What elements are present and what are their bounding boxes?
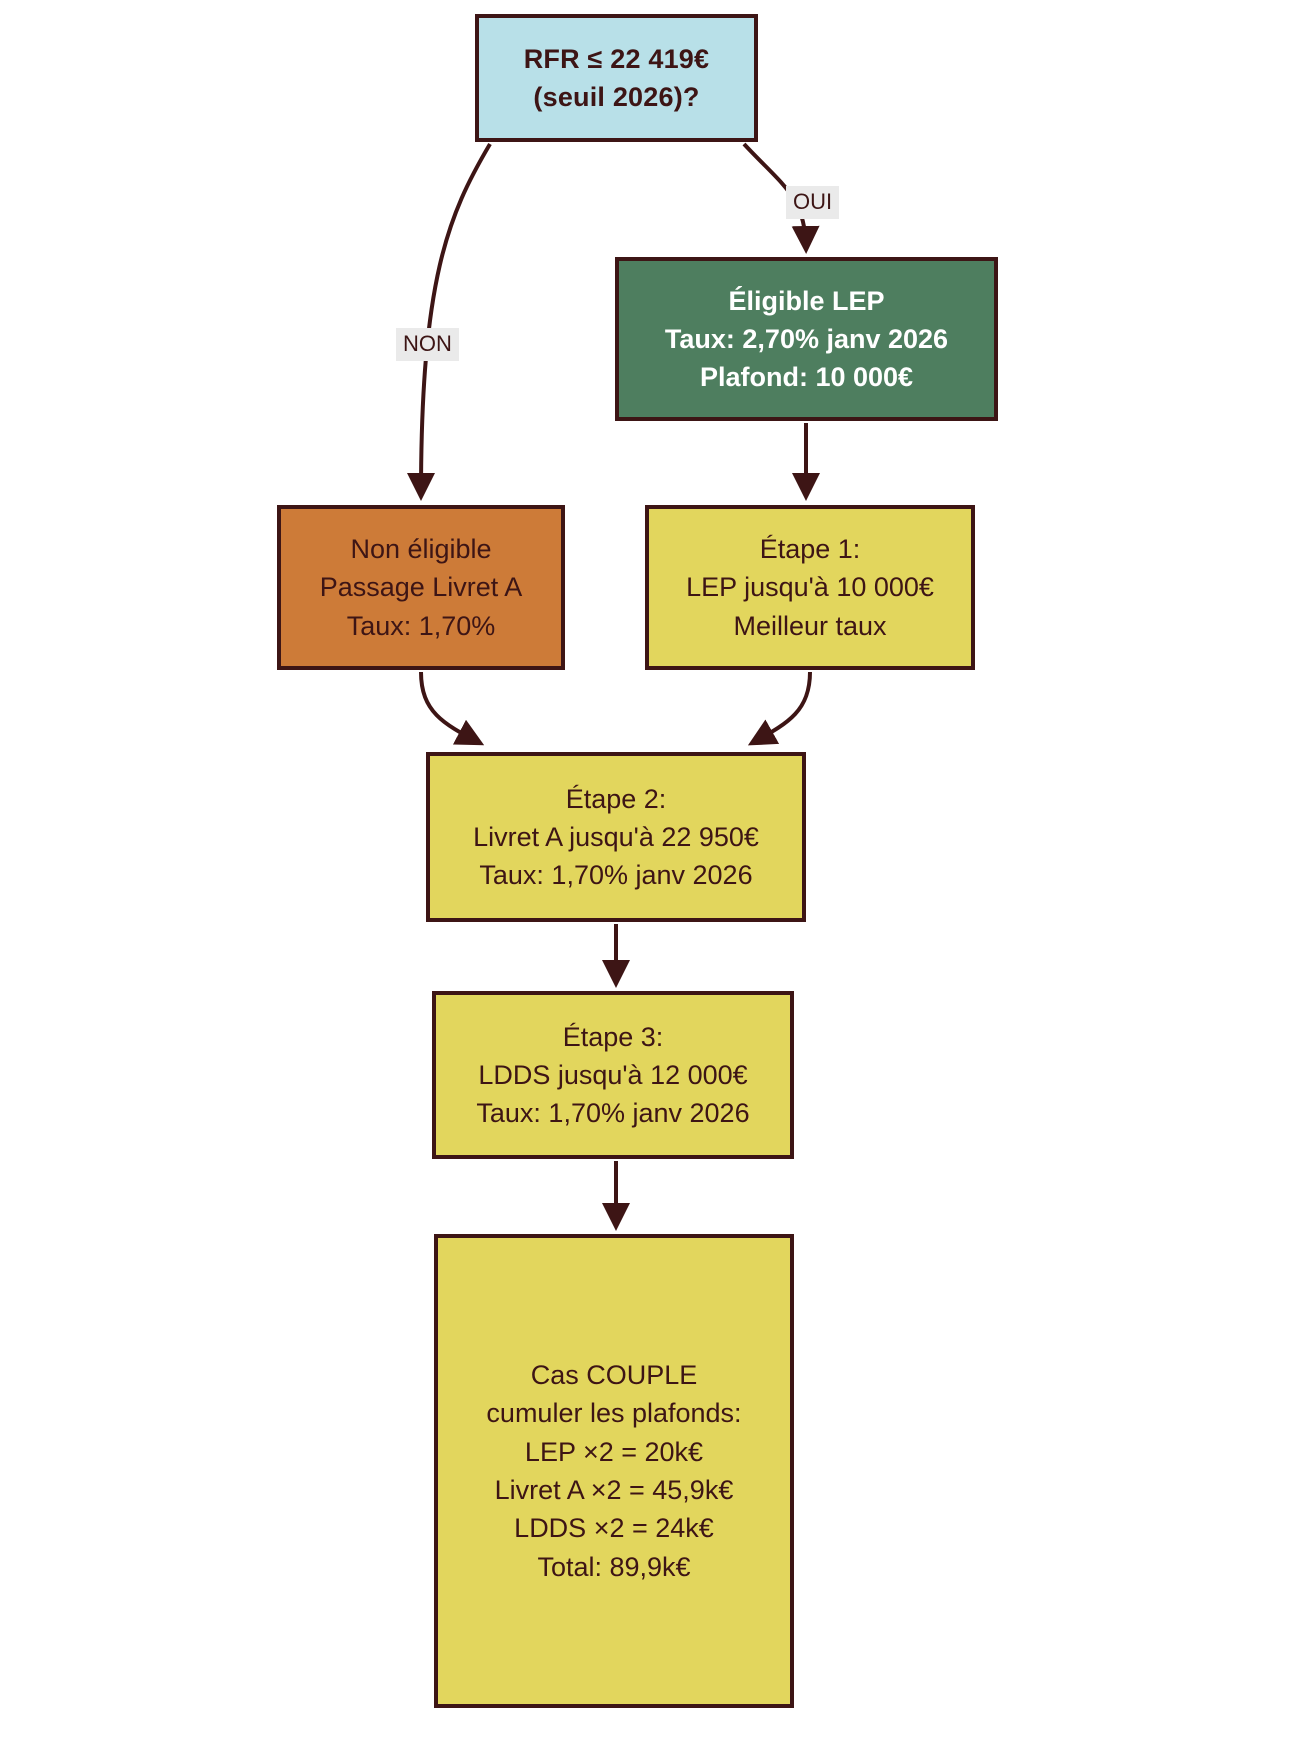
node-cas-couple-line-1: Cas COUPLE — [530, 1360, 698, 1391]
node-etape-1-line-3: Meilleur taux — [733, 610, 887, 641]
edge-label-non: NON — [396, 328, 459, 361]
edge-noneligible-etape2 — [419, 671, 485, 746]
node-etape-2[interactable]: Étape 2: Livret A jusqu'à 22 950€ Taux: … — [426, 752, 806, 922]
node-non-eligible-line-3: Taux: 1,70% — [346, 610, 496, 641]
edge-decision-non — [407, 142, 492, 501]
node-cas-couple-line-6: Total: 89,9k€ — [537, 1551, 691, 1582]
node-cas-couple-line-3: LEP ×2 = 20k€ — [524, 1436, 704, 1467]
node-eligible-lep[interactable]: Éligible LEP Taux: 2,70% janv 2026 Plafo… — [615, 257, 998, 421]
node-etape-3-line-2: LDDS jusqu'à 12 000€ — [478, 1059, 748, 1090]
edge-etape1-etape2 — [747, 671, 812, 746]
node-decision-line-1: RFR ≤ 22 419€ — [523, 43, 710, 74]
node-cas-couple-line-5: LDDS ×2 = 24k€ — [514, 1513, 714, 1544]
node-etape-3-line-1: Étape 3: — [562, 1021, 664, 1052]
node-non-eligible[interactable]: Non éligible Passage Livret A Taux: 1,70… — [277, 505, 565, 670]
node-decision-rfr[interactable]: RFR ≤ 22 419€ (seuil 2026)? — [475, 14, 758, 142]
node-etape-3-line-3: Taux: 1,70% janv 2026 — [476, 1098, 750, 1129]
node-etape-2-line-2: Livret A jusqu'à 22 950€ — [473, 821, 759, 852]
node-eligible-lep-line-2: Taux: 2,70% janv 2026 — [664, 323, 949, 354]
node-non-eligible-line-2: Passage Livret A — [319, 572, 523, 603]
node-etape-1-line-2: LEP jusqu'à 10 000€ — [686, 572, 934, 603]
edge-label-oui: OUI — [786, 186, 840, 219]
node-eligible-lep-line-1: Éligible LEP — [728, 285, 885, 316]
node-decision-line-2: (seuil 2026)? — [533, 82, 700, 112]
node-non-eligible-line-1: Non éligible — [350, 534, 492, 564]
node-cas-couple[interactable]: Cas COUPLE cumuler les plafonds: LEP ×2 … — [434, 1234, 794, 1708]
node-etape-3[interactable]: Étape 3: LDDS jusqu'à 12 000€ Taux: 1,70… — [432, 991, 794, 1159]
node-eligible-lep-line-3: Plafond: 10 000€ — [699, 362, 914, 393]
node-etape-1-line-1: Étape 1: — [759, 534, 861, 564]
node-etape-2-line-3: Taux: 1,70% janv 2026 — [479, 860, 753, 891]
node-cas-couple-line-2: cumuler les plafonds: — [486, 1398, 742, 1429]
node-etape-2-line-1: Étape 2: — [565, 783, 667, 814]
node-cas-couple-line-4: Livret A ×2 = 45,9k€ — [494, 1475, 734, 1505]
node-etape-1[interactable]: Étape 1: LEP jusqu'à 10 000€ Meilleur ta… — [645, 505, 975, 670]
